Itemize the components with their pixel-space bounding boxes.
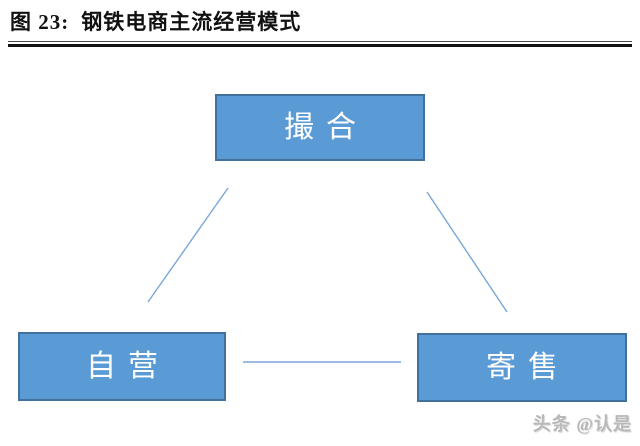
node-self-operated: 自营 <box>18 332 226 401</box>
node-consignment: 寄售 <box>417 333 627 402</box>
node-matchmaking-label: 撮合 <box>284 110 368 144</box>
connector-top-to-bottom-right <box>426 191 508 313</box>
figure-title: 图 23: 钢铁电商主流经营模式 <box>10 6 630 36</box>
node-self-operated-label: 自营 <box>86 349 170 383</box>
node-matchmaking: 撮合 <box>215 94 425 161</box>
connector-top-to-bottom-left <box>147 187 229 303</box>
figure-title-text: 钢铁电商主流经营模式 <box>81 10 302 34</box>
header-rule-thick <box>8 44 632 47</box>
figure-number-label: 图 23: <box>10 10 70 34</box>
watermark: 头条 @认是 <box>532 414 632 434</box>
header-rule-thin <box>8 41 632 42</box>
node-consignment-label: 寄售 <box>486 350 570 384</box>
